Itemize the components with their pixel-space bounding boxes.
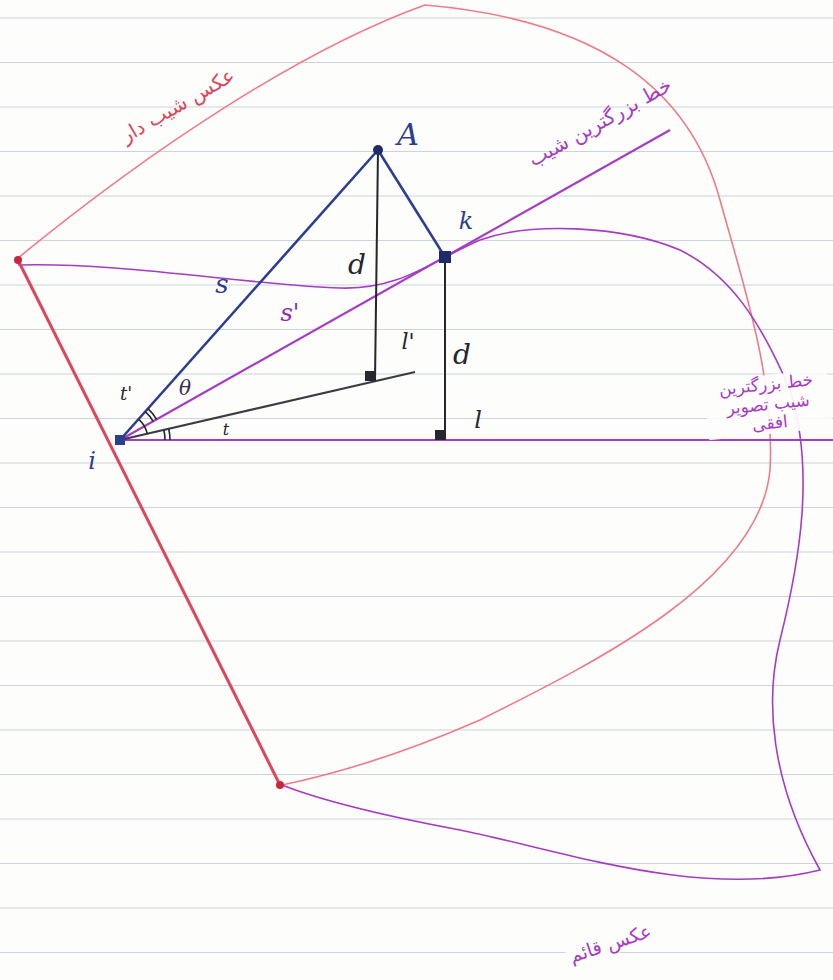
length-label: l bbox=[474, 407, 482, 435]
length-label: d bbox=[453, 339, 471, 371]
photo-caption: عکس شیب دار bbox=[117, 63, 239, 147]
line-caption: خط بزرگترین شیب تصویر افقی bbox=[703, 368, 832, 439]
angle-arc bbox=[148, 409, 157, 420]
angle-arc bbox=[169, 429, 170, 440]
length-label: l' bbox=[401, 329, 414, 354]
ruling-line bbox=[0, 907, 833, 908]
projection-line bbox=[120, 372, 415, 440]
ruling-line bbox=[0, 729, 833, 730]
ruling-line bbox=[0, 62, 833, 63]
paper-ruling bbox=[0, 18, 833, 953]
ruling-line bbox=[0, 106, 833, 107]
length-label: d bbox=[348, 249, 366, 281]
point-label: i bbox=[88, 448, 96, 476]
horizontal-projection-line bbox=[120, 439, 833, 441]
ruling-line bbox=[0, 863, 833, 864]
ruling-line bbox=[0, 284, 833, 285]
line-a-k bbox=[378, 150, 445, 257]
ruling-line bbox=[0, 774, 833, 775]
ruling-line bbox=[0, 329, 833, 330]
angle-label: t' bbox=[120, 384, 132, 405]
inclined-photo-outline bbox=[18, 5, 771, 785]
point-label: k bbox=[459, 208, 474, 236]
length-label: s' bbox=[281, 300, 300, 328]
ruling-line bbox=[0, 373, 833, 374]
angle-arc bbox=[139, 419, 148, 434]
line-caption: خط بزرگترین شیب bbox=[524, 73, 675, 171]
perpendicular-d bbox=[375, 150, 378, 381]
ruling-line bbox=[0, 640, 833, 641]
right-angle-mark bbox=[365, 371, 375, 381]
ruling-line bbox=[0, 685, 833, 686]
angle-label: θ bbox=[179, 377, 191, 400]
ruling-line bbox=[0, 462, 833, 463]
ruling-line bbox=[0, 507, 833, 508]
ruling-line bbox=[0, 952, 833, 953]
angle-label: t bbox=[223, 421, 229, 439]
point-a bbox=[373, 145, 383, 155]
angle-arc bbox=[164, 430, 165, 440]
ruling-line bbox=[0, 17, 833, 18]
line-s bbox=[120, 150, 378, 440]
point-i bbox=[115, 435, 125, 445]
ruling-line bbox=[0, 551, 833, 552]
point-k bbox=[439, 251, 451, 263]
vertical-photo-outline bbox=[18, 229, 820, 880]
edge-end-dot bbox=[276, 781, 284, 789]
perpendicular-d bbox=[444, 257, 446, 440]
point-label: A bbox=[397, 118, 419, 153]
ruling-line bbox=[0, 596, 833, 597]
photo-edge-line bbox=[18, 260, 280, 785]
photo-caption: عکس قائم bbox=[563, 920, 656, 969]
ruling-line bbox=[0, 818, 833, 819]
edge-end-dot bbox=[14, 256, 22, 264]
right-angle-mark bbox=[435, 430, 445, 440]
ruling-line bbox=[0, 195, 833, 196]
greatest-slope-line bbox=[120, 130, 670, 440]
length-label: s bbox=[215, 270, 228, 300]
ruling-line bbox=[0, 240, 833, 241]
